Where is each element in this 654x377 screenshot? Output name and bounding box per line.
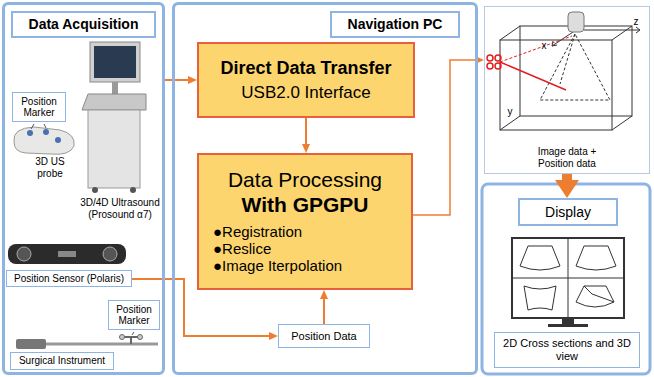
- instrument-handle: [16, 339, 46, 349]
- box-text: Position Marker: [16, 96, 62, 119]
- probe-body: [14, 127, 74, 154]
- axis-arrow: [584, 27, 640, 33]
- wheel: [92, 187, 98, 193]
- instrument-picture: [16, 332, 158, 349]
- cabinet: [88, 110, 140, 188]
- sensor-lens: [103, 247, 117, 261]
- tracking-line: [500, 62, 566, 90]
- connector-arrow: [165, 79, 188, 81]
- picture-label: x: [538, 40, 550, 52]
- sensor-tag: Position Sensor (Polaris): [6, 270, 132, 287]
- volume-picture: [487, 12, 640, 130]
- volume-edge: [500, 26, 520, 40]
- marker-dot: [43, 129, 49, 135]
- display-panel: [482, 184, 650, 374]
- marker-dot: [487, 55, 493, 61]
- box-text: USB2.0 Interface: [241, 83, 370, 103]
- monitor-arm: [112, 82, 118, 94]
- box-text: Position Marker: [112, 304, 156, 327]
- image-frame: Image data + Position data: [484, 6, 650, 174]
- monitor-base: [548, 324, 588, 327]
- monitor-screen: [94, 46, 136, 78]
- marker-dot: [27, 130, 33, 136]
- output-box: 2D Cross sections and 3D view: [494, 332, 640, 368]
- panel: Data AcquisitionPosition MarkerPosition …: [2, 2, 165, 375]
- box-text: Display: [545, 204, 591, 220]
- box-text: Position Sensor (Polaris): [14, 273, 124, 285]
- console: [82, 94, 146, 110]
- connector-arrow: [562, 174, 572, 180]
- sensor-bar: [8, 244, 126, 264]
- box-text: Image data + Position data: [531, 146, 603, 169]
- panel: Navigation PC Direct Data TransferUSB2.0 …: [172, 2, 478, 375]
- box-text: ●Image Iterpolation: [213, 257, 342, 274]
- display-box: Display: [518, 198, 618, 226]
- monitor-frame: [512, 238, 624, 318]
- data-box: Position Data: [278, 324, 370, 348]
- picture-label: 3D/4D Ultrasound (Prosound α7): [76, 197, 164, 220]
- section-shape: [520, 246, 560, 270]
- picture-label: z: [630, 16, 642, 28]
- marker-tag: Position Marker: [108, 300, 160, 330]
- polaris-picture: [8, 244, 126, 264]
- box-text: ●Registration: [213, 223, 302, 240]
- section-shape: [576, 246, 616, 270]
- leader-line: [31, 124, 34, 129]
- marker-dot: [55, 137, 61, 143]
- marker-dot: [495, 63, 501, 69]
- probe-icon: [568, 12, 584, 32]
- probe-picture: [14, 124, 74, 154]
- box-text: ●Reslice: [213, 240, 271, 257]
- leader-line: [44, 124, 46, 128]
- monitor-frame: [90, 42, 140, 82]
- volume-edge: [500, 116, 520, 130]
- monitor-stand: [562, 318, 574, 324]
- instrument-rod: [46, 343, 158, 346]
- sensor-logo: [58, 251, 76, 257]
- marker-tag: Position Marker: [12, 92, 66, 122]
- process-box: Data ProcessingWith GPGPU ●Registration●R…: [197, 153, 413, 290]
- panel-heading: Navigation PC: [330, 11, 460, 38]
- ultrasound-machine-picture: [82, 42, 146, 193]
- sensor-lens: [17, 247, 31, 261]
- volume-back: [520, 26, 632, 116]
- picture-label: 3D US probe: [24, 156, 76, 179]
- volume-shape: [576, 286, 614, 307]
- marker-dot: [495, 55, 501, 61]
- connector-arrow: [323, 299, 325, 324]
- monitor-picture: [512, 238, 624, 327]
- marker-arm: [130, 337, 132, 344]
- tracking-line: [500, 36, 572, 62]
- connector-arrow: [413, 60, 475, 215]
- section-shape: [524, 286, 556, 310]
- connector-arrow: [305, 118, 307, 144]
- box-text: Direct Data Transfer: [220, 58, 391, 79]
- box-text: With GPGPU: [242, 193, 369, 217]
- instrument-tag: Surgical Instrument: [10, 352, 114, 370]
- process-box: Direct Data TransferUSB2.0 Interface: [197, 42, 415, 118]
- picture-label: y: [504, 106, 516, 118]
- wheel: [130, 187, 136, 193]
- marker-dot: [487, 63, 493, 69]
- box-text: Data Processing: [228, 168, 382, 192]
- quadrant-divider: [512, 278, 624, 279]
- marker-dot: [138, 335, 143, 340]
- box-text: 2D Cross sections and 3D view: [498, 337, 636, 362]
- marker-dot: [120, 335, 125, 340]
- scan-fan: [540, 34, 610, 100]
- leader-line: [132, 332, 134, 335]
- panel-heading: Data Acquisition: [11, 11, 156, 38]
- volume-edge: [612, 26, 632, 40]
- box-text: Surgical Instrument: [19, 355, 105, 367]
- volume-edge: [612, 116, 632, 130]
- box-text: Position Data: [291, 330, 356, 343]
